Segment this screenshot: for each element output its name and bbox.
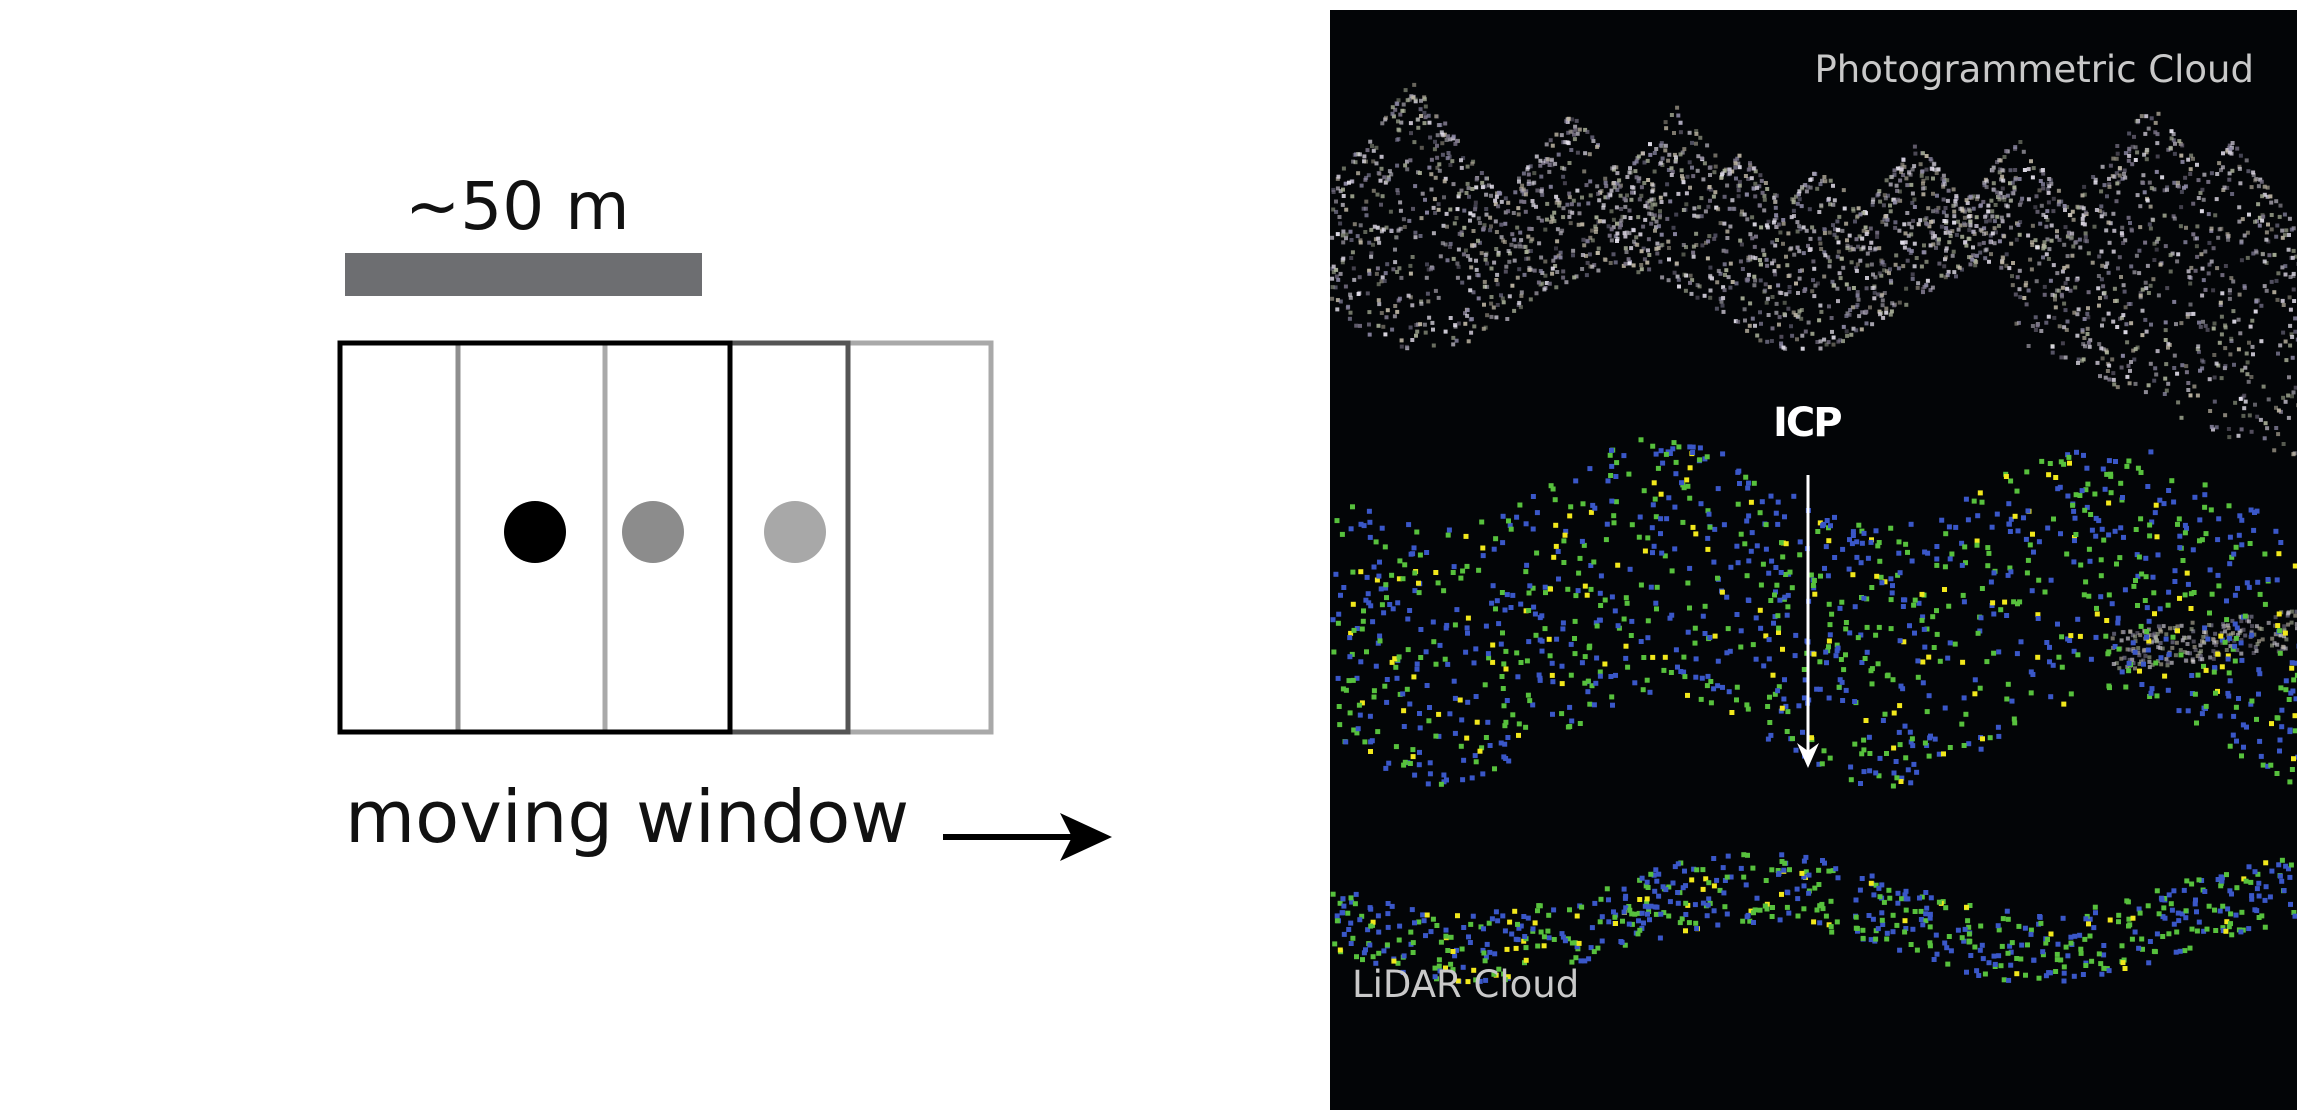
window-frame-1 — [337, 340, 733, 735]
window-center-dot-3 — [764, 501, 826, 563]
photogrammetric-cloud-label: Photogrammetric Cloud — [1814, 48, 2254, 91]
lidar-points — [1330, 437, 2297, 985]
photogrammetric-points — [1330, 82, 2297, 671]
point-cloud-panel — [1330, 10, 2297, 1110]
moving-window-label: moving window — [345, 775, 910, 859]
icp-label: ICP — [1773, 400, 1843, 446]
scale-bar-label: ~50 m — [405, 168, 630, 245]
icp-arrow-head — [1797, 743, 1819, 768]
scale-bar — [345, 253, 702, 296]
point-cloud-image — [1330, 10, 2297, 1110]
window-center-dot-2 — [622, 501, 684, 563]
direction-arrow-head — [1060, 813, 1112, 861]
lidar-cloud-label: LiDAR Cloud — [1352, 963, 1580, 1006]
window-center-dot-1 — [504, 501, 566, 563]
